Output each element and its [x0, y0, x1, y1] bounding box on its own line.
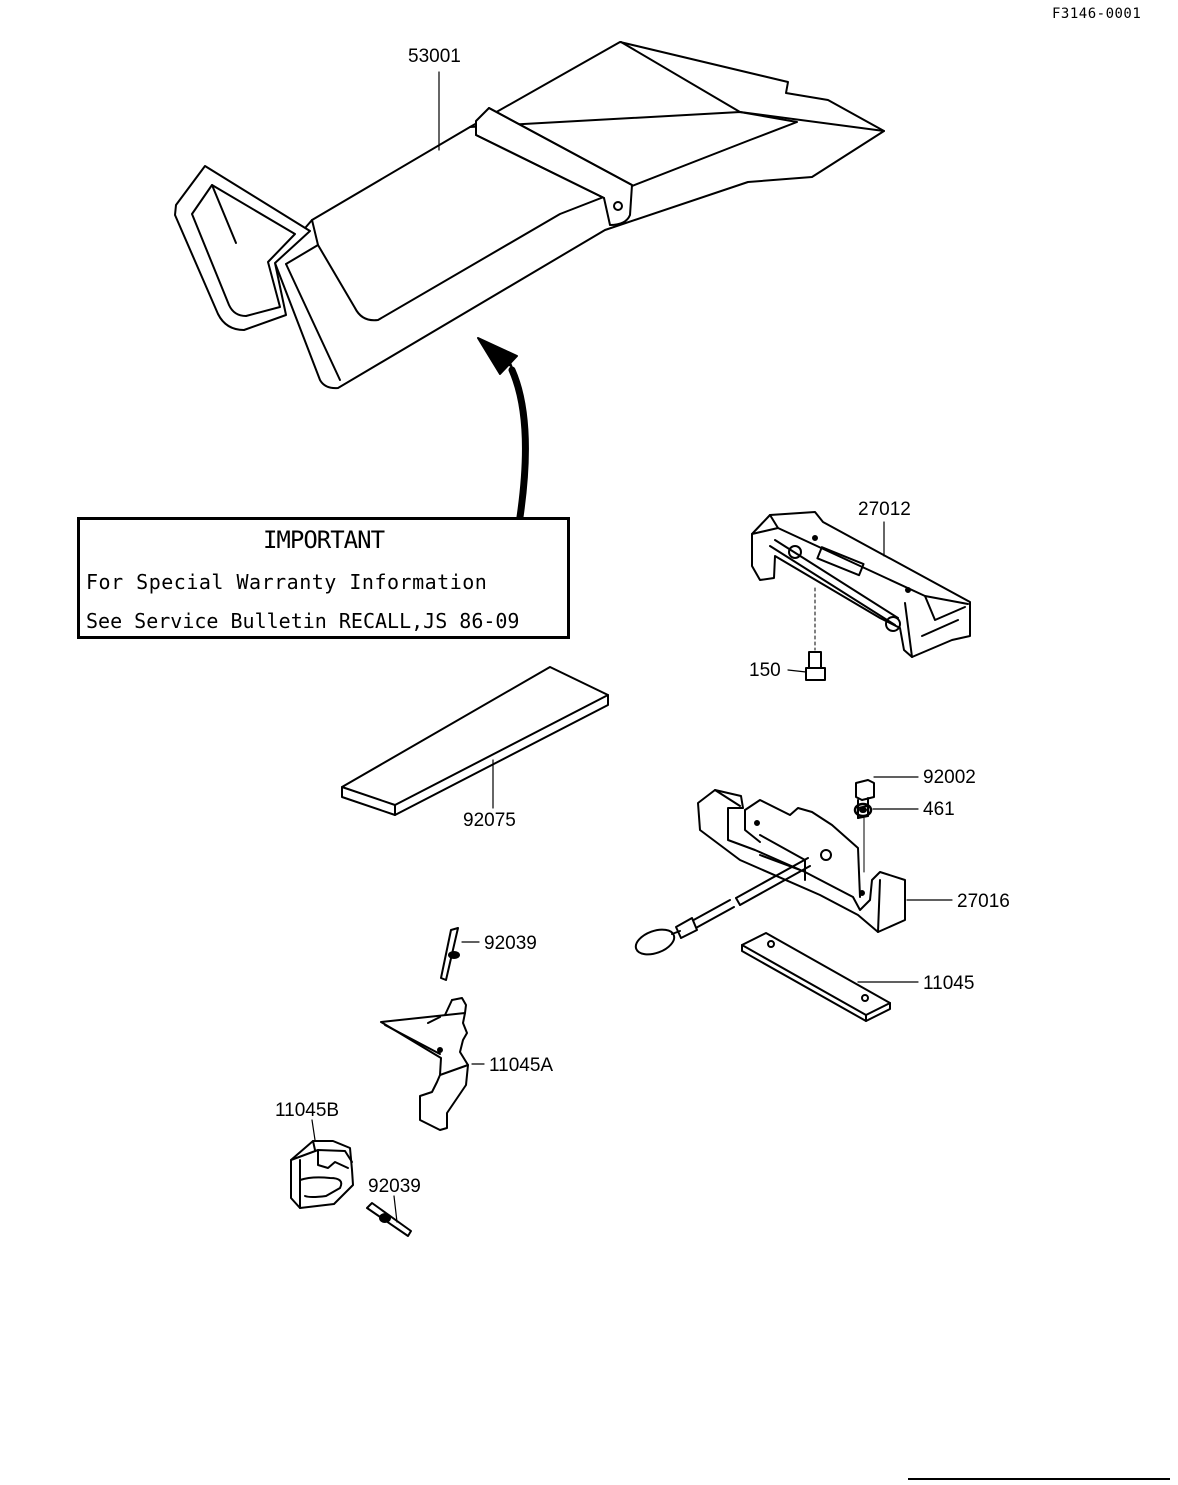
- part-label-11045: 11045: [923, 973, 975, 994]
- part-label-53001: 53001: [408, 46, 461, 67]
- bottom-divider: [908, 1478, 1170, 1480]
- pad-92075-drawing: [341, 666, 609, 816]
- notice-line-1: For Special Warranty Information: [86, 570, 488, 594]
- rivet-92039-lower-drawing: [366, 1202, 412, 1237]
- part-label-27016: 27016: [957, 891, 1010, 912]
- bolt-150-drawing: [805, 587, 826, 681]
- bolt-92002-drawing: [855, 779, 875, 819]
- bracket-27012-drawing: [751, 511, 971, 658]
- clip-11045b-drawing: [290, 1140, 354, 1209]
- part-label-92075: 92075: [463, 810, 516, 831]
- rivet-92039-upper-drawing: [440, 927, 460, 981]
- bracket-11045a-drawing: [380, 997, 469, 1131]
- part-label-92002: 92002: [923, 767, 976, 788]
- part-label-92039-lower: 92039: [368, 1176, 421, 1197]
- part-label-11045b: 11045B: [275, 1100, 340, 1121]
- part-label-92039-upper: 92039: [484, 933, 537, 954]
- notice-title: IMPORTANT: [262, 526, 385, 554]
- part-label-461: 461: [923, 799, 955, 820]
- part-label-150: 150: [749, 660, 781, 681]
- lock-assembly-27016-drawing: [634, 789, 906, 956]
- seat-drawing: [174, 41, 885, 390]
- notice-line-2: See Service Bulletin RECALL,JS 86-09: [86, 609, 520, 633]
- notice-arrow: [477, 337, 529, 521]
- plate-11045-drawing: [741, 932, 891, 1022]
- part-label-11045a: 11045A: [489, 1055, 554, 1076]
- document-reference: F3146-0001: [1052, 6, 1142, 22]
- washer-461-drawing: [853, 802, 873, 818]
- warranty-notice: IMPORTANT For Special Warranty Informati…: [77, 517, 570, 639]
- part-label-27012: 27012: [858, 499, 911, 520]
